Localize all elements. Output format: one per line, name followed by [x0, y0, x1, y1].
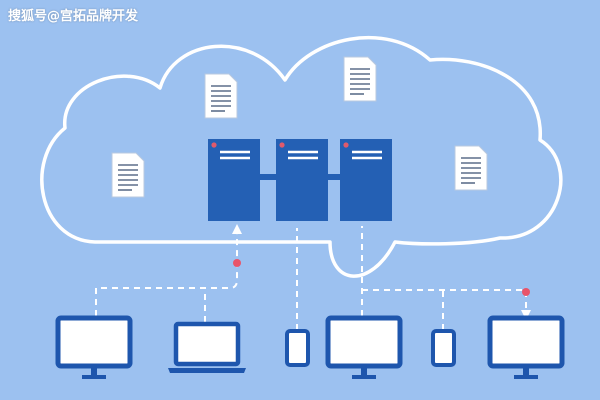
- document-icon: [454, 145, 488, 191]
- server-icon: [208, 139, 260, 221]
- desktop-monitor-icon: [487, 315, 565, 379]
- server-icon: [340, 139, 392, 221]
- document-icon: [204, 73, 238, 119]
- desktop-monitor-icon: [55, 315, 133, 379]
- document-icon: [343, 56, 377, 102]
- desktop-monitor-icon: [325, 315, 403, 379]
- connector-right: [361, 226, 527, 316]
- arrow-up-icon: [232, 224, 242, 234]
- connector-left: [95, 232, 238, 316]
- smartphone-icon: [431, 329, 456, 367]
- connector-node: [233, 259, 241, 267]
- server-link: [258, 174, 278, 180]
- connector-node: [522, 288, 530, 296]
- server-link: [326, 174, 342, 180]
- smartphone-icon: [285, 329, 310, 367]
- watermark-text: 搜狐号@宫拓品牌开发: [8, 9, 139, 24]
- document-icon: [111, 152, 145, 198]
- arrow-down-icon: [521, 310, 531, 320]
- laptop-icon: [168, 321, 246, 373]
- server-icon: [276, 139, 328, 221]
- cloud-outline: [40, 36, 563, 278]
